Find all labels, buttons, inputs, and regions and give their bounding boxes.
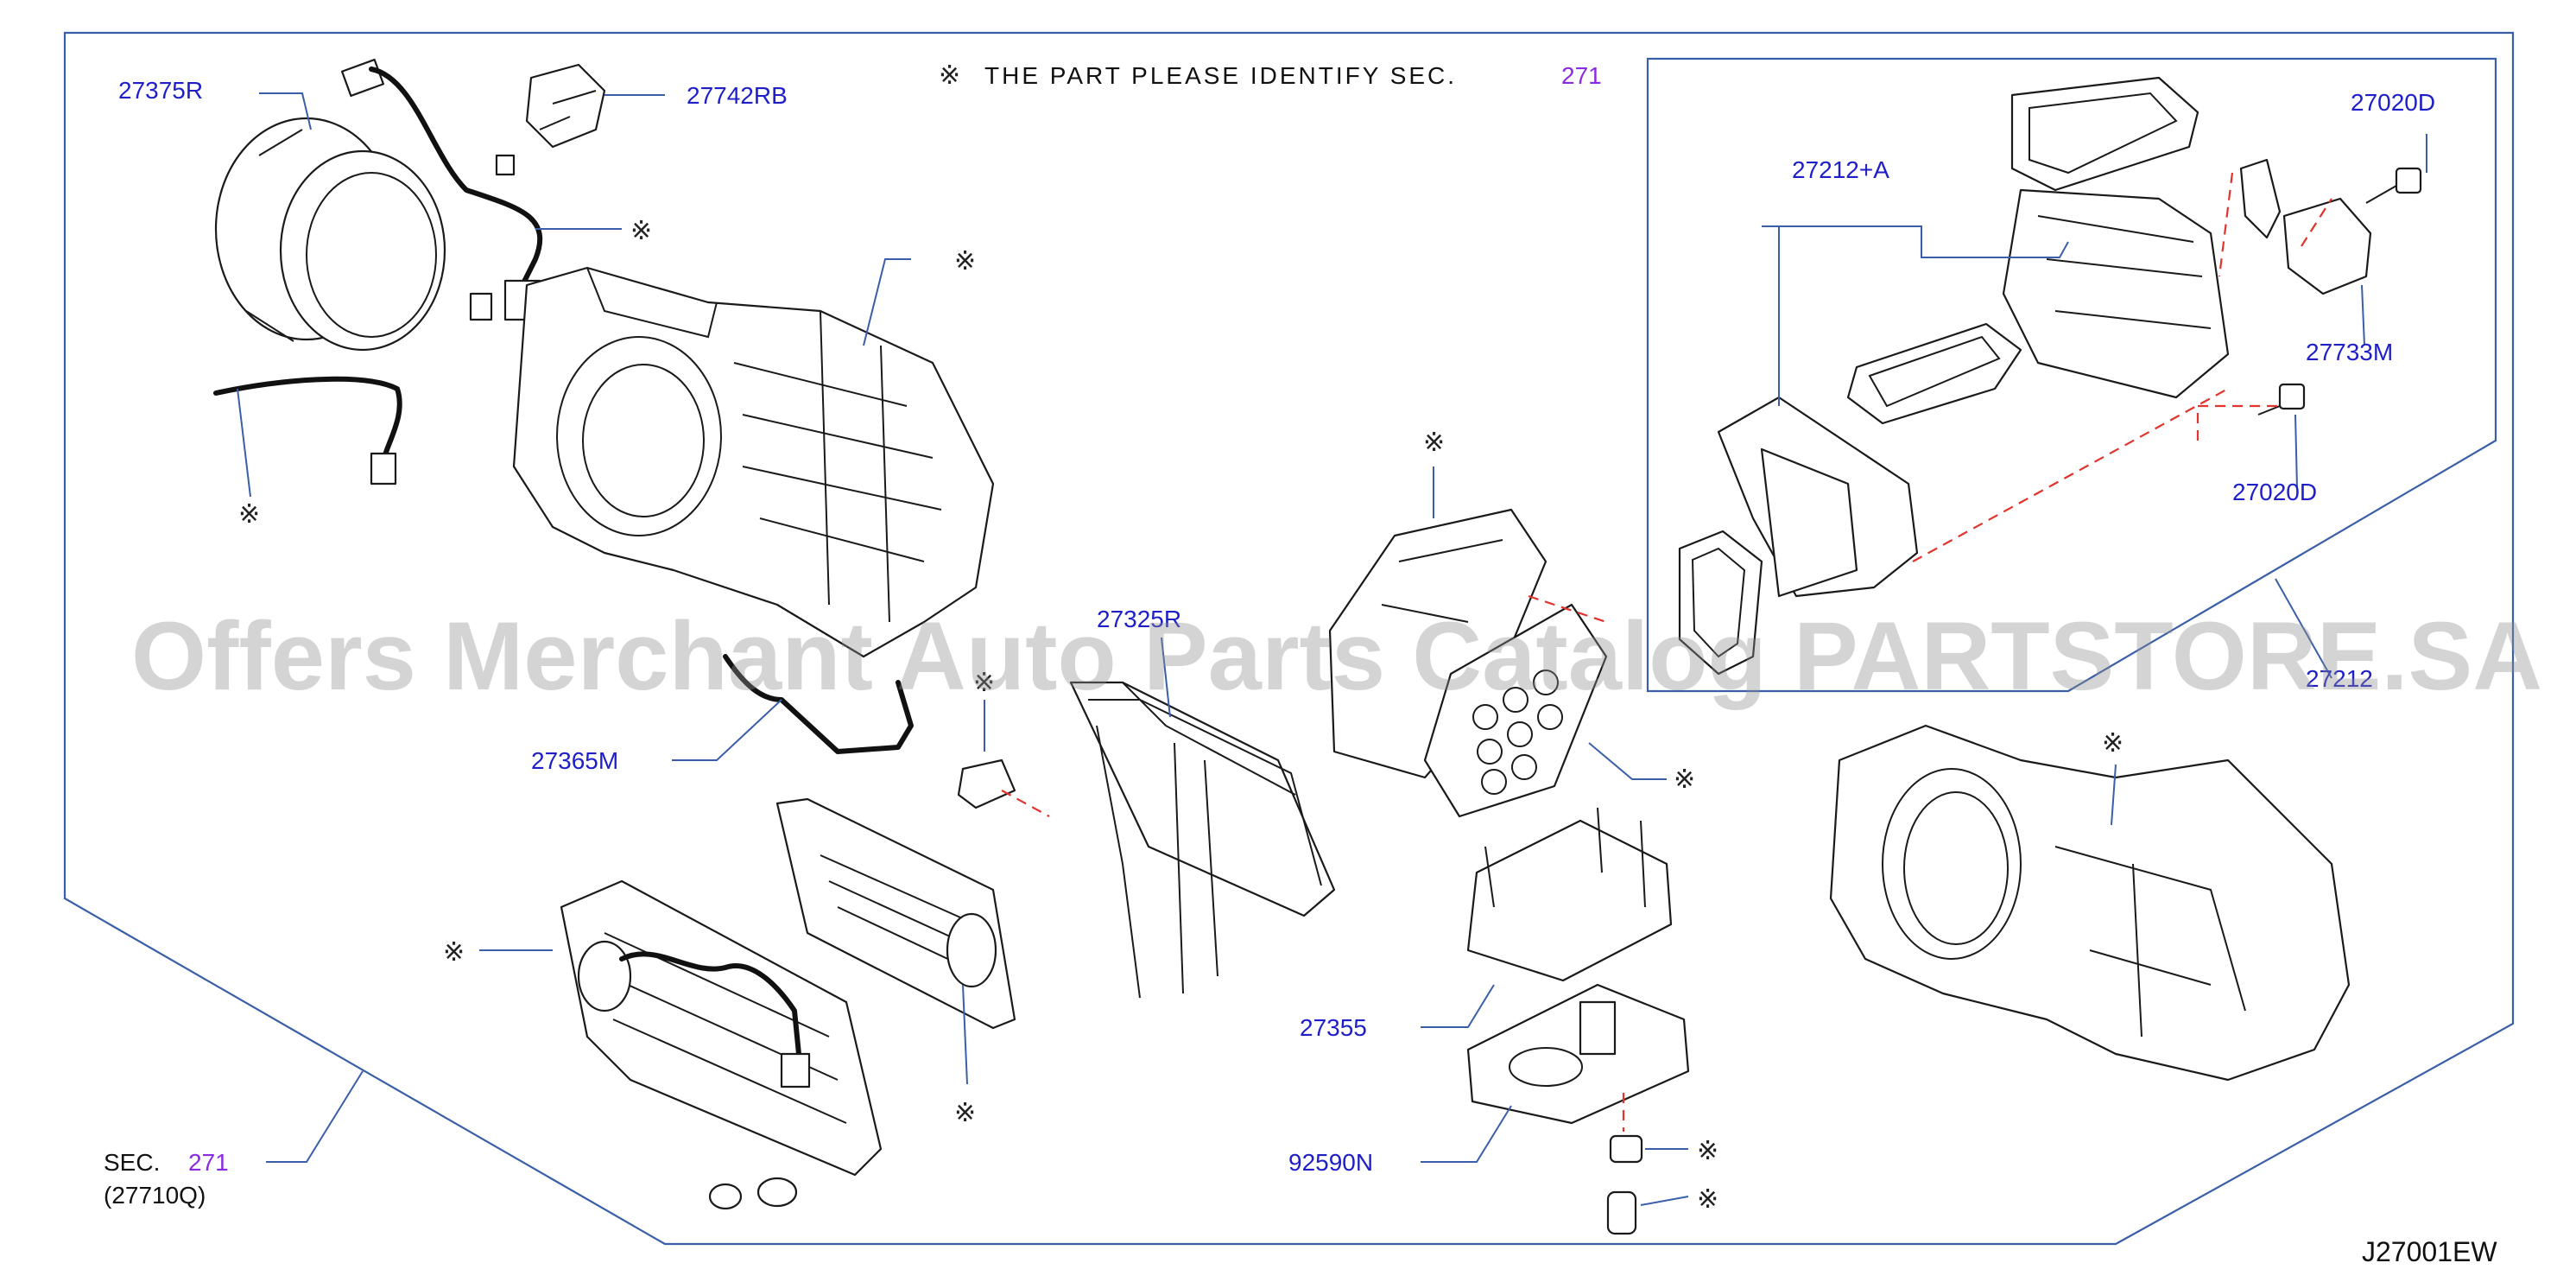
inset-frame xyxy=(1646,57,2497,693)
inset-gasket-large xyxy=(2010,76,2199,192)
note-section-link[interactable]: 271 xyxy=(1561,62,1602,89)
case-wire-27365M xyxy=(723,654,914,754)
label-27375R[interactable]: 27375R xyxy=(118,77,203,104)
leader-note-core xyxy=(962,984,968,1085)
leader-sec-271 xyxy=(266,1070,364,1163)
leader-92590N xyxy=(1421,1105,1512,1163)
sub-harness-connector xyxy=(370,452,397,486)
inset-actuator xyxy=(2282,197,2372,295)
label-27325R[interactable]: 27325R xyxy=(1097,606,1181,632)
mark-case: ※ xyxy=(954,246,976,276)
blower-wire-harness xyxy=(369,67,543,296)
mark-core: ※ xyxy=(954,1098,976,1128)
leader-note-grille xyxy=(1588,742,1667,780)
sec-ref-code: (27710Q) xyxy=(104,1182,206,1209)
watermark-text: Offers Merchant Auto Parts Catalog PARTS… xyxy=(131,602,2542,710)
leader-note-case xyxy=(863,258,911,346)
align-line-1 xyxy=(1912,388,2229,562)
label-27212[interactable]: 27212 xyxy=(2306,665,2373,692)
inset-seal-ring xyxy=(1678,530,1763,676)
mark-harness: ※ xyxy=(630,216,652,246)
mark-duct: ※ xyxy=(1423,428,1445,458)
mark-heater: ※ xyxy=(443,937,465,968)
sec-ref-number[interactable]: 271 xyxy=(188,1149,229,1176)
assembly-frame xyxy=(63,31,2515,1246)
label-27020D-top[interactable]: 27020D xyxy=(2351,89,2435,116)
leader-27375R xyxy=(259,92,312,130)
mark-clip: ※ xyxy=(973,668,995,698)
label-27733M[interactable]: 27733M xyxy=(2306,339,2393,365)
sec-ref-prefix: SEC. xyxy=(104,1149,160,1176)
mark-sensor: ※ xyxy=(238,499,260,530)
harness-connector-small xyxy=(469,292,493,321)
mark-hose: ※ xyxy=(1697,1184,1718,1215)
leader-27365M xyxy=(672,699,782,761)
bracket-27355 xyxy=(1466,807,1673,982)
aspirator-grille xyxy=(1423,603,1608,818)
drain-fitting xyxy=(1609,1134,1643,1164)
leader-27325R xyxy=(1161,637,1171,718)
mark-right-case: ※ xyxy=(2102,728,2123,758)
leader-27212 xyxy=(2275,578,2332,679)
mark-grille: ※ xyxy=(1674,765,1695,795)
label-27020D-bottom[interactable]: 27020D xyxy=(2232,479,2317,505)
seal-92590N xyxy=(1466,983,1690,1125)
label-27212A[interactable]: 27212+A xyxy=(1792,156,1889,183)
align-line-6 xyxy=(1528,594,1607,624)
drain-hose xyxy=(1606,1190,1637,1235)
blower-case-left xyxy=(512,266,995,658)
inset-duct-assembly xyxy=(1717,188,2230,598)
leader-27733M xyxy=(2361,284,2365,346)
heater-unit-connector xyxy=(780,1052,811,1088)
label-27365M[interactable]: 27365M xyxy=(531,747,618,774)
align-line-4 xyxy=(2301,198,2332,247)
evaporator-clip xyxy=(957,758,1016,809)
leader-note-hose xyxy=(1640,1196,1689,1206)
blower-sub-harness xyxy=(213,376,402,460)
inset-screw-bottom xyxy=(2257,383,2306,416)
blower-case-right xyxy=(1829,724,2351,1082)
blower-resistor xyxy=(495,63,606,176)
leader-27020D-bottom xyxy=(2294,414,2298,489)
label-27355[interactable]: 27355 xyxy=(1300,1014,1367,1041)
note-mark: ※ xyxy=(939,60,960,91)
inset-screw-top xyxy=(2365,167,2422,204)
inset-lever xyxy=(2239,158,2282,239)
align-line-3 xyxy=(2218,172,2234,277)
label-92590N[interactable]: 92590N xyxy=(1288,1149,1373,1176)
evaporator-core xyxy=(1069,681,1336,999)
diagram-code: J27001EW xyxy=(2362,1236,2497,1267)
blower-motor xyxy=(214,58,446,352)
label-27742RB[interactable]: 27742RB xyxy=(687,82,788,109)
align-line-5 xyxy=(1001,790,1050,817)
align-line-2 xyxy=(2196,404,2280,441)
mark-fitting: ※ xyxy=(1697,1136,1718,1166)
leader-27212A xyxy=(1762,225,2069,406)
note-text: THE PART PLEASE IDENTIFY SEC. xyxy=(984,62,1457,89)
leader-27355 xyxy=(1421,984,1495,1028)
heater-core xyxy=(775,797,1016,1030)
leader-note-sensor xyxy=(237,388,251,498)
heater-unit-wire xyxy=(619,951,801,1057)
leader-note-right-case xyxy=(2111,764,2117,826)
inset-gasket-small xyxy=(1846,322,2022,425)
